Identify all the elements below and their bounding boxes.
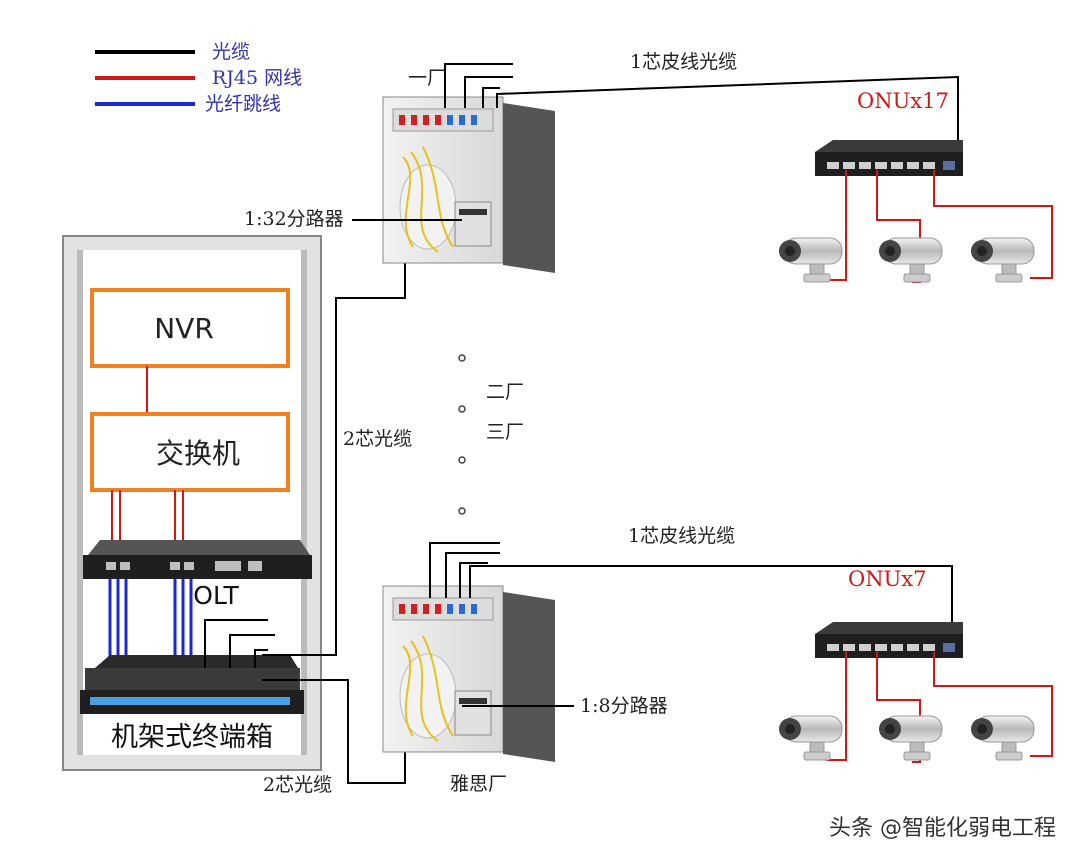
legend-label-cable: 光缆 bbox=[212, 41, 250, 63]
top-cable-label: 1芯皮线光缆 bbox=[630, 51, 737, 73]
top-onu-device bbox=[815, 140, 963, 176]
bottom-camera-1 bbox=[778, 715, 843, 761]
bottom-splitter-cabinet bbox=[382, 585, 556, 763]
bottom-cable-label: 1芯皮线光缆 bbox=[628, 525, 735, 547]
bottom-onu-device bbox=[815, 622, 963, 658]
top-onu-camera-links bbox=[830, 170, 1053, 283]
nvr-label: NVR bbox=[154, 312, 214, 345]
legend: 光缆 RJ45 网线 光纤跳线 bbox=[95, 41, 302, 115]
top-onu-label: ONUx17 bbox=[857, 89, 949, 113]
switch-box bbox=[90, 412, 290, 492]
top-splitter-cabinet bbox=[382, 96, 556, 274]
bottom-onu-camera-links bbox=[826, 652, 1053, 763]
legend-label-patch: 光纤跳线 bbox=[205, 93, 281, 115]
odf-device bbox=[80, 655, 304, 714]
odf-label: 机架式终端箱 bbox=[111, 722, 273, 753]
switch-label: 交换机 bbox=[156, 437, 240, 470]
top-splitter-label: 1:32分路器 bbox=[244, 208, 344, 230]
trunk-top-label: 2芯光缆 bbox=[343, 428, 412, 450]
factory-2-label: 二厂 bbox=[486, 381, 524, 403]
ellipsis-dots bbox=[458, 354, 466, 515]
top-camera-2 bbox=[878, 237, 943, 283]
bottom-factory-label: 雅思厂 bbox=[450, 773, 507, 795]
top-camera-1 bbox=[778, 237, 843, 283]
watermark: 头条 @智能化弱电工程 bbox=[829, 816, 1056, 841]
legend-label-rj45: RJ45 网线 bbox=[212, 67, 302, 89]
top-camera-3 bbox=[970, 237, 1035, 283]
bottom-camera-2 bbox=[878, 715, 943, 761]
bottom-onu-label: ONUx7 bbox=[848, 567, 927, 591]
factory-3-label: 三厂 bbox=[486, 421, 524, 443]
bottom-splitter-label: 1:8分路器 bbox=[580, 695, 668, 717]
trunk-cables bbox=[262, 255, 406, 784]
trunk-bottom-label: 2芯光缆 bbox=[263, 774, 332, 796]
bottom-camera-3 bbox=[970, 715, 1035, 761]
top-site: 一厂 1:32分路器 1芯皮线光缆 ONUx17 bbox=[244, 51, 1053, 283]
top-factory-label: 一厂 bbox=[408, 67, 446, 89]
odf-fibers bbox=[204, 619, 275, 668]
olt-device bbox=[83, 540, 312, 579]
nvr-box bbox=[90, 288, 290, 368]
bottom-site: 雅思厂 1:8分路器 1芯皮线光缆 ONUx7 bbox=[382, 525, 1053, 795]
olt-label: OLT bbox=[193, 581, 239, 610]
rack: NVR 交换机 OLT bbox=[62, 235, 322, 771]
